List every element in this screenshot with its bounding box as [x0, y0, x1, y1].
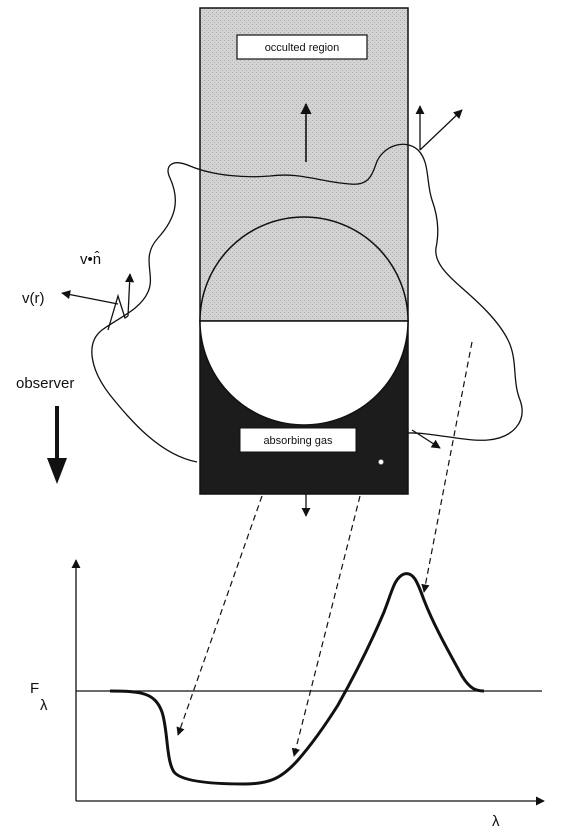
occulted-region-label: occulted region — [265, 42, 340, 54]
v-of-r-label: v(r) — [22, 290, 45, 307]
v-dot-n-label: v•n̂ — [80, 251, 101, 268]
velocity-arrow-top-right — [419, 109, 463, 151]
dashed-connector-3 — [421, 341, 473, 593]
envelope-wavy-line — [91, 143, 523, 463]
star-disk-lower — [199, 320, 409, 426]
velocity-arrow-left — [61, 290, 119, 305]
gas-dot — [378, 459, 384, 465]
observer-label: observer — [16, 375, 74, 392]
observer-arrow-head — [47, 458, 67, 484]
f-lambda-subscript: λ — [40, 697, 48, 714]
absorbing-gas-label-box — [239, 427, 357, 453]
occulted-region-label-box — [236, 34, 368, 60]
dashed-connector-2 — [291, 495, 361, 757]
normal-arrow-left — [125, 273, 135, 317]
line-profile-curve — [109, 572, 485, 786]
velocity-arrow-bottom-right — [411, 429, 441, 449]
wiggle-left — [107, 293, 129, 331]
absorbing-gas-label: absorbing gas — [263, 435, 333, 447]
dashed-connector-1 — [176, 495, 263, 736]
lambda-axis-label: λ — [492, 813, 500, 830]
star-disk-upper — [199, 216, 409, 322]
f-lambda-label: F — [30, 680, 39, 697]
